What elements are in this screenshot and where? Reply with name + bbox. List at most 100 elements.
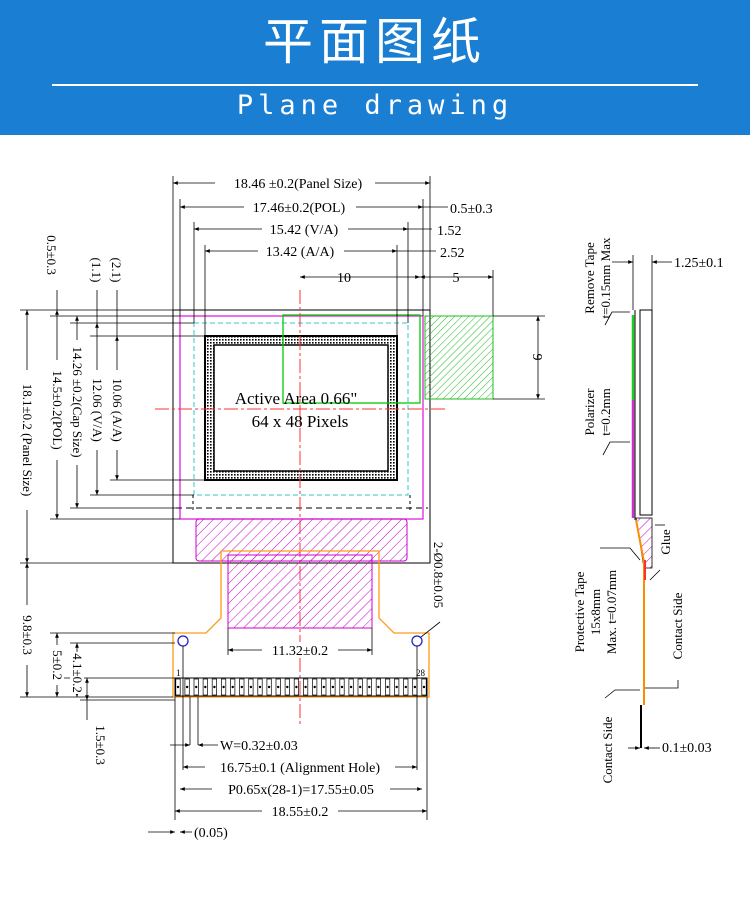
connector-pin-dot [422, 685, 426, 689]
connector-pin [266, 678, 272, 696]
connector-pin-dot [340, 685, 344, 689]
dim-5: 5±0.2 [50, 650, 65, 680]
dim-panel-width: 18.46 ±0.2(Panel Size) [234, 177, 363, 192]
polarizer-label: Polarizer [582, 388, 597, 436]
connector-pin-dot [295, 685, 298, 689]
dim-va-width: 15.42 (V/A) [270, 223, 339, 238]
dim-va-height: 12.06 (V/A) [90, 378, 105, 442]
protective-tape-label: Protective Tape [572, 571, 587, 652]
connector-pin [221, 678, 227, 696]
connector-pin-dot [195, 685, 198, 689]
title-divider [52, 84, 698, 86]
connector-pin-dot [413, 685, 417, 689]
dim-9: 9 [529, 354, 544, 361]
dim-1-5: 1.5±0.3 [93, 725, 108, 765]
dim-aa-width: 13.42 (A/A) [266, 245, 335, 260]
connector-pin [293, 678, 299, 696]
connector-pin [184, 678, 190, 696]
contact-side-upper: Contact Side [670, 592, 685, 659]
connector-pin-dot [304, 685, 307, 689]
active-area-frame [204, 335, 398, 481]
dim-pol-offset: 0.5±0.3 [450, 202, 493, 217]
dim-aa-height: 10.06 (A/A) [110, 378, 125, 442]
protective-tape-thickness: Max. t=0.07mm [604, 570, 619, 654]
plane-drawing: Active Area 0.66" 64 x 48 Pixels 1 28 [20, 175, 724, 841]
fpc-thickness: 0.1±0.03 [662, 741, 712, 756]
pin-last-label: 28 [416, 668, 426, 678]
dim-4-1: 4.1±0.2 [70, 653, 85, 693]
right-dimension-9 [493, 315, 545, 400]
connector-pin-dot [277, 685, 280, 689]
alignment-hole-right [411, 635, 423, 647]
dim-aa-offset: 2.52 [440, 246, 465, 261]
hole-leader [420, 621, 441, 638]
remove-tape-label: Remove Tape [582, 242, 597, 314]
connector-pin [330, 678, 336, 696]
dim-v-1-1: (1.1) [89, 258, 104, 283]
connector-pin-dot [204, 685, 207, 689]
connector-pin-dot [286, 685, 289, 689]
side-view [600, 255, 679, 750]
connector-pin [202, 678, 208, 696]
connector-pin [230, 678, 236, 696]
dim-fpc-total: 18.55±0.2 [272, 805, 329, 820]
hatched-green-region [424, 315, 494, 400]
connector-pin-dot [185, 685, 189, 689]
dim-tail: (0.05) [194, 826, 228, 841]
connector-pin [366, 678, 372, 696]
connector-pin-dot [213, 685, 216, 689]
connector-pin-dot [404, 685, 407, 689]
dim-10: 10 [337, 271, 351, 286]
connector-pin [357, 678, 363, 696]
dim-pol-width: 17.46±0.2(POL) [253, 201, 346, 216]
dim-va-offset: 1.52 [437, 224, 462, 239]
protective-tape-size: 15x8mm [588, 589, 603, 635]
connector-pins [174, 677, 428, 697]
connector-pin-dot [176, 685, 180, 689]
active-area-label: Active Area 0.66" [235, 389, 358, 408]
connector-pin-dot [349, 685, 353, 689]
connector-pin [175, 678, 181, 696]
connector-pin-dot [377, 685, 380, 689]
dim-5: 5 [453, 271, 460, 286]
connector-pin [248, 678, 254, 696]
connector-pin [257, 678, 263, 696]
connector-pin [385, 678, 391, 696]
connector-pin-dot [249, 685, 253, 689]
connector-pin [275, 678, 281, 696]
alignment-hole-left [177, 635, 189, 647]
left-extension-lines [20, 309, 205, 701]
dim-panel-height: 18.1±0.2 (Panel Size) [20, 384, 35, 497]
header-banner: 平面图纸 Plane drawing [0, 0, 750, 135]
connector-pin-dot [222, 685, 225, 689]
connector-pin-dot [231, 685, 234, 689]
pin-first-label: 1 [176, 668, 181, 678]
polarizer-thickness: t=0.2mm [598, 388, 613, 435]
connector-pin-dot [313, 685, 316, 689]
dim-v-2-1: (2.1) [109, 258, 124, 283]
connector-pin [193, 678, 199, 696]
dim-fpc-width: 11.32±0.2 [272, 644, 328, 659]
dim-cap-size: 14.26 ±0.2(Cap Size) [70, 346, 85, 457]
aa-reference-box [282, 314, 421, 404]
connector-pin [394, 678, 400, 696]
connector-pin [303, 678, 309, 696]
dim-pol-height: 14.5±0.2(POL) [50, 370, 65, 449]
connector-pin [421, 678, 427, 696]
connector-pin-dot [386, 685, 389, 689]
dim-fpc-length: 9.8±0.3 [20, 615, 35, 655]
connector-pin [348, 678, 354, 696]
connector-pin [375, 678, 381, 696]
connector-pin-dot [258, 685, 262, 689]
dim-pin-width: W=0.32±0.03 [220, 739, 298, 754]
connector-pin [403, 678, 409, 696]
dim-hole-dia: 2-Ø0.8±0.05 [431, 542, 446, 608]
connector-pin [312, 678, 318, 696]
connector-pin [239, 678, 245, 696]
connector-pin-dot [368, 685, 371, 689]
dim-alignment-hole: 16.75±0.1 (Alignment Hole) [220, 761, 380, 776]
glue-label: Glue [658, 529, 673, 555]
top-extension-lines [172, 176, 494, 336]
connector-pin-dot [267, 685, 271, 689]
connector-pin-dot [395, 685, 398, 689]
